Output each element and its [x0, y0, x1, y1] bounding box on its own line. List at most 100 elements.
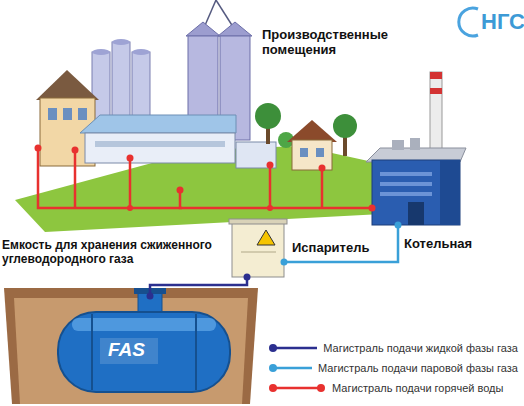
- legend-line: [273, 367, 312, 370]
- pipe: [129, 158, 132, 208]
- chimney-stripe: [430, 88, 442, 94]
- legend-text: Магистраль подачи жидкой фазы газа: [323, 342, 518, 354]
- pipe-connector-group: [177, 187, 376, 212]
- vent: [410, 138, 420, 150]
- vent: [392, 140, 404, 150]
- window-band: [95, 141, 225, 147]
- door: [408, 202, 424, 225]
- logo-text: НГС: [481, 9, 524, 35]
- legend-dot: [269, 384, 277, 392]
- node-label: Производственные помещения: [262, 27, 402, 58]
- dot: [127, 155, 134, 162]
- pipe-connector: [284, 225, 398, 262]
- window: [300, 148, 308, 157]
- pipe: [74, 150, 77, 208]
- pipe-connector: [150, 277, 247, 296]
- pipe-end-dot: [244, 274, 251, 281]
- dot: [127, 205, 133, 211]
- pipe-end-dot: [177, 187, 184, 194]
- grille: [380, 182, 432, 186]
- window: [48, 108, 57, 120]
- tank-drawing: [58, 288, 230, 392]
- grille: [380, 172, 432, 176]
- pipe-end-dot: [281, 259, 288, 266]
- house: [287, 120, 337, 170]
- grille: [380, 192, 432, 196]
- silo-top: [218, 22, 252, 36]
- pipe-connector: [180, 190, 372, 208]
- building-group: Производственные помещения: [30, 62, 330, 190]
- pit-inner: [14, 298, 248, 404]
- legend-line: [273, 347, 317, 350]
- dot: [35, 145, 42, 152]
- legend-line: [273, 387, 321, 390]
- logo-ring: [459, 8, 478, 36]
- boiler-house-drawing: [366, 72, 466, 225]
- barn: [80, 115, 276, 168]
- window: [316, 148, 324, 157]
- roof: [80, 115, 236, 133]
- warning-sign: [257, 230, 275, 245]
- evaporator-box: Испаритель: [232, 222, 284, 277]
- legend-swatch: [268, 342, 317, 354]
- silo-top: [132, 49, 150, 55]
- tree: [255, 103, 281, 129]
- tank-pit: [4, 288, 258, 404]
- boiler-side: [440, 160, 460, 225]
- legend-dot: [317, 344, 318, 352]
- shed: [236, 142, 276, 168]
- roof: [287, 120, 337, 142]
- pipe-connector-group: [281, 222, 402, 266]
- boiler-box: [372, 160, 460, 225]
- tank-cap: [134, 288, 166, 294]
- chimney-stripe: [430, 72, 442, 79]
- legend-dot: [269, 344, 277, 352]
- roof: [36, 70, 99, 100]
- legend-row: Магистраль подачи горячей воды: [268, 378, 518, 398]
- trees: [255, 103, 357, 156]
- node-label: Емкость для хранения сжиженного углеводо…: [2, 238, 230, 266]
- dot: [319, 165, 326, 172]
- silo-top: [186, 22, 220, 36]
- node-label: Котельная: [404, 236, 494, 251]
- evaporator-lid: [229, 219, 287, 224]
- tank-brand: FAS: [108, 339, 145, 361]
- window: [78, 108, 87, 120]
- tank-rib: [91, 314, 93, 390]
- legend-swatch: [268, 382, 326, 394]
- evaporator-cabinet: [232, 222, 284, 277]
- chimney: [430, 72, 442, 154]
- legend-swatch: [268, 362, 312, 374]
- legend-dot: [269, 364, 277, 372]
- tank-highlight: [72, 318, 216, 331]
- dot: [267, 162, 274, 169]
- pipe: [269, 165, 272, 208]
- legend: Магистраль подачи жидкой фазы газаМагист…: [268, 338, 518, 398]
- pipe-end-dot: [395, 222, 402, 229]
- pipe-connector-group: [147, 274, 251, 300]
- tank-rib: [195, 314, 197, 390]
- dot: [72, 147, 79, 154]
- silo-top: [92, 49, 110, 55]
- tank-body: [58, 312, 230, 392]
- tree: [333, 114, 357, 138]
- pipe-end-dot: [369, 205, 376, 212]
- boiler-house: Котельная: [372, 160, 460, 225]
- dot: [267, 205, 273, 211]
- panel-line: [241, 252, 276, 253]
- pipe-dots: [35, 145, 326, 212]
- legend-text: Магистраль подачи горячей воды: [332, 382, 503, 394]
- node-label: Испаритель: [292, 240, 382, 255]
- pit: [4, 288, 258, 404]
- pipe: [321, 168, 324, 208]
- tank-plate: [100, 338, 158, 364]
- gas-tank: Емкость для хранения сжиженного углеводо…: [60, 296, 230, 394]
- legend-text: Магистраль подачи паровой фазы газа: [318, 362, 518, 374]
- wall: [85, 133, 235, 163]
- legend-row: Магистраль подачи жидкой фазы газа: [268, 338, 518, 358]
- wall: [292, 140, 332, 170]
- hot-water-branches: [38, 148, 322, 208]
- evaporator-drawing: [229, 219, 287, 277]
- pipe-end-dot: [147, 293, 154, 300]
